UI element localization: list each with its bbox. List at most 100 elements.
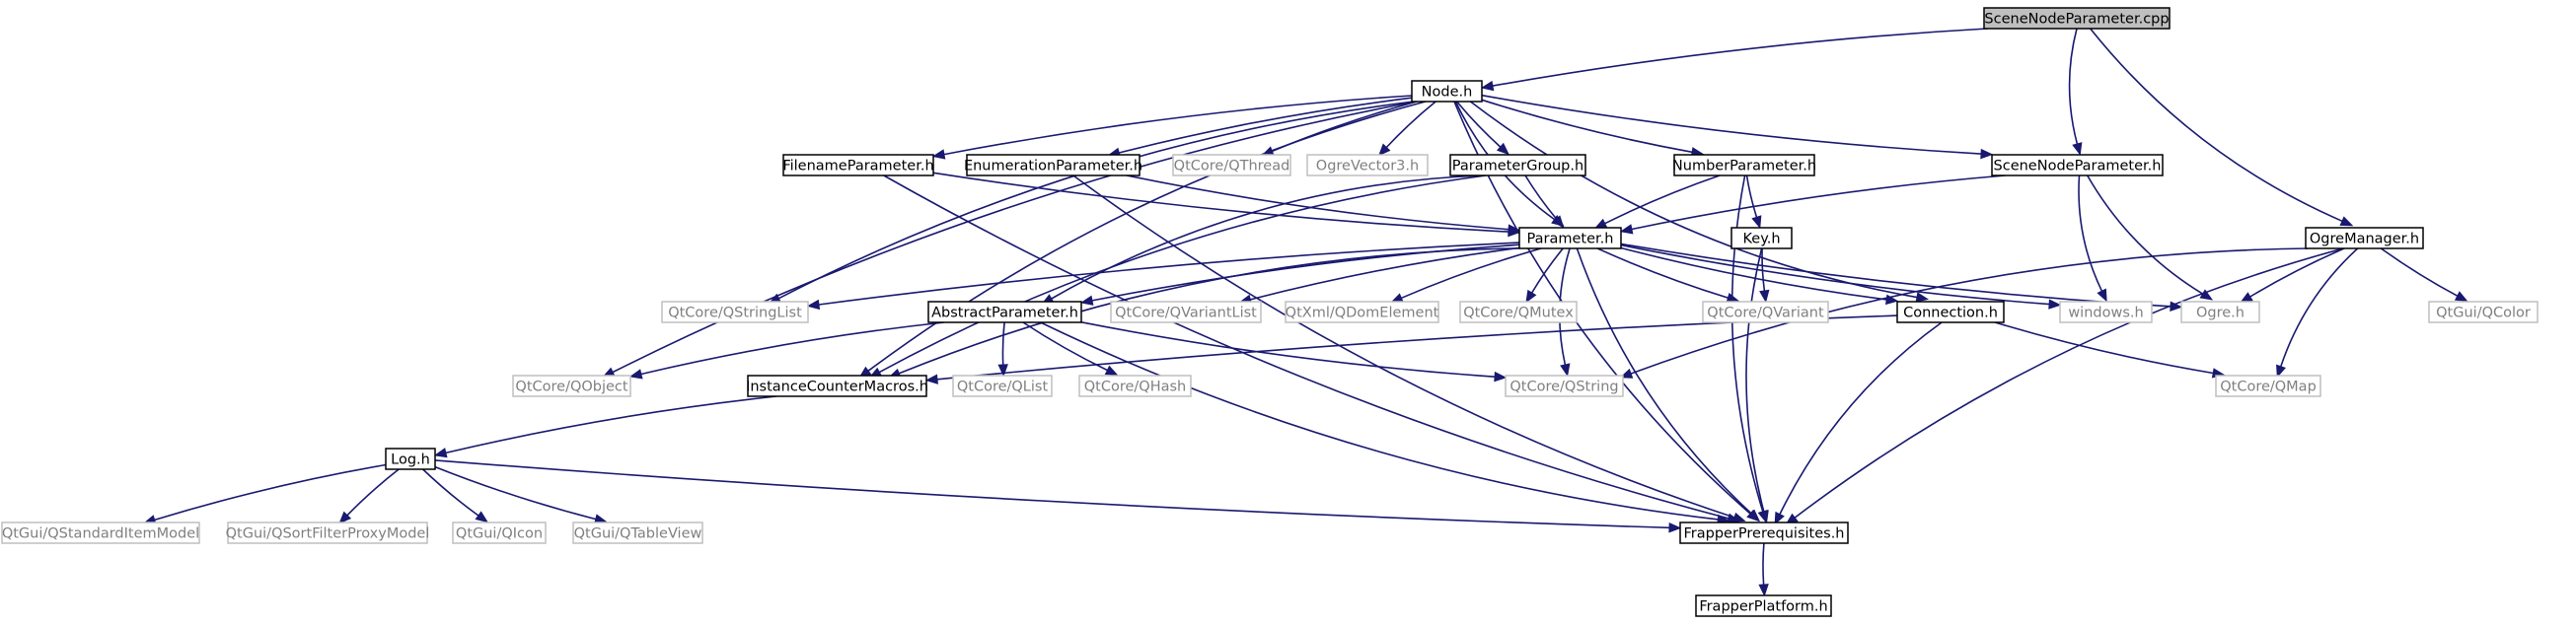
edge-line — [1630, 247, 2309, 375]
node-log-h[interactable]: Log.h — [385, 448, 436, 470]
edge-line — [777, 101, 1414, 300]
edge-line — [2078, 174, 2103, 292]
arrowhead — [2276, 364, 2286, 379]
node-abstractparameter-h[interactable]: AbstractParameter.h — [927, 301, 1082, 323]
node-instancecountermacros-h[interactable]: InstanceCounterMacros.h — [746, 375, 928, 397]
edge-node-to-pgroup — [1455, 101, 1509, 156]
node-frapperprerequisites-h[interactable]: FrapperPrerequisites.h — [1679, 522, 1849, 544]
node-qtcore-qlist: QtCore/QList — [952, 375, 1053, 397]
node-box — [1505, 375, 1624, 397]
node-label: QtGui/QSortFilterProxyModel — [226, 526, 430, 542]
edge-line — [1126, 174, 1509, 231]
node-ogremanager-h[interactable]: OgreManager.h — [2305, 227, 2424, 249]
node-box — [1702, 301, 1829, 323]
node-label: ParameterGroup.h — [1452, 159, 1583, 174]
edge-node-to-conn — [1469, 101, 1930, 303]
edge-filep-to-param — [932, 172, 1521, 238]
node-qtcore-qthread: QtCore/QThread — [1172, 154, 1291, 176]
node-qtcore-qstringlist: QtCore/QStringList — [661, 301, 809, 323]
node-qtgui-qtableview: QtGui/QTableView — [572, 522, 703, 544]
node-frapperplatform-h[interactable]: FrapperPlatform.h — [1695, 594, 1832, 617]
node-parametergroup-h[interactable]: ParameterGroup.h — [1449, 154, 1586, 176]
edge-line — [1745, 247, 1765, 513]
arrowhead — [924, 374, 938, 384]
arrowhead — [628, 369, 643, 380]
edge-scp-to-node — [1480, 28, 1988, 92]
node-connection-h[interactable]: Connection.h — [1896, 301, 2005, 323]
edge-param-to-fpre — [1576, 247, 1761, 522]
edge-line — [2380, 247, 2459, 297]
node-node-h[interactable]: Node.h — [1411, 80, 1483, 103]
edge-param-to-qmutex — [1525, 247, 1564, 304]
arrowhead — [1508, 224, 1521, 235]
node-label: QtCore/QStringList — [668, 306, 802, 321]
node-box — [1983, 7, 2171, 30]
node-box — [927, 301, 1082, 323]
edge-line — [1119, 97, 1413, 154]
edge-pgroup-to-absp — [1041, 174, 1482, 306]
node-label: Parameter.h — [1527, 232, 1614, 247]
edge-line — [445, 395, 777, 454]
node-box — [1285, 301, 1439, 323]
edge-line — [1531, 247, 1564, 294]
node-label: OgreManager.h — [2310, 232, 2419, 247]
node-label: QtGui/QColor — [2436, 306, 2531, 321]
node-qtcore-qhash: QtCore/QHash — [1078, 375, 1192, 397]
edge-absp-to-qlist — [997, 321, 1008, 378]
node-qtcore-qmap: QtCore/QMap — [2215, 375, 2321, 397]
arrowhead — [1758, 510, 1769, 523]
edge-omgr-to-qcolor — [2380, 247, 2468, 303]
arrowhead — [1560, 363, 1571, 378]
arrowhead — [1480, 80, 1495, 92]
node-numberparameter-h[interactable]: NumberParameter.h — [1672, 154, 1816, 176]
edge-pgroup-to-param — [1524, 174, 1565, 229]
node-scenenodeparameter-h[interactable]: SceneNodeParameter.h — [1991, 154, 2164, 176]
edge-line — [434, 459, 1670, 529]
node-label: Key.h — [1742, 232, 1780, 247]
arrowhead — [931, 149, 946, 160]
edge-line — [1401, 247, 1542, 300]
edge-omgr-to-qmap — [2276, 247, 2359, 379]
node-box — [1695, 594, 1832, 617]
node-parameter-h[interactable]: Parameter.h — [1518, 227, 1622, 249]
node-qtcore-qmutex: QtCore/QMutex — [1459, 301, 1578, 323]
node-label: QtCore/QVariantList — [1115, 306, 1257, 321]
node-qtgui-qsortfilterproxymodel: QtGui/QSortFilterProxyModel — [226, 522, 430, 544]
edge-nump-to-param — [1593, 174, 1721, 230]
edge-conn-to-fpre — [1774, 321, 1943, 525]
node-qtcore-qstring: QtCore/QString — [1505, 375, 1624, 397]
edge-line — [1022, 321, 1108, 372]
node-box — [512, 375, 631, 397]
node-enumerationparameter-h[interactable]: EnumerationParameter.h — [964, 154, 1142, 176]
node-box — [452, 522, 547, 544]
arrowhead — [806, 299, 821, 311]
node-scenenodeparameter-cpp[interactable]: SceneNodeParameter.cpp — [1983, 7, 2171, 30]
node-box — [1518, 227, 1622, 249]
node-key-h[interactable]: Key.h — [1730, 227, 1793, 249]
node-box — [1730, 227, 1793, 249]
edge-line — [943, 95, 1413, 156]
node-label: QtGui/QStandardItemModel — [2, 526, 199, 542]
edge-line — [1745, 174, 1758, 218]
edge-line — [1040, 321, 1719, 521]
edge-line — [2249, 247, 2345, 298]
edge-line — [1080, 321, 1496, 378]
edge-param-to-absp — [1079, 243, 1520, 306]
edge-line — [1576, 247, 1752, 515]
edge-line — [2090, 28, 2343, 223]
node-box — [661, 301, 809, 323]
node-qtgui-qcolor: QtGui/QColor — [2428, 301, 2539, 323]
node-filenameparameter-h[interactable]: FilenameParameter.h — [782, 154, 934, 176]
arrowhead — [1758, 584, 1769, 597]
edge-scp-to-omgr — [2090, 28, 2354, 227]
edge-snp-to-ogre — [2087, 174, 2214, 301]
node-box — [2428, 301, 2539, 323]
node-ogrevector3-h: OgreVector3.h — [1306, 154, 1429, 176]
arrowhead — [1552, 215, 1565, 229]
edge-node-to-vec3 — [1377, 101, 1436, 157]
node-box — [1673, 154, 1815, 176]
edge-line — [2087, 174, 2204, 295]
node-box — [385, 448, 436, 470]
node-box — [747, 375, 927, 397]
